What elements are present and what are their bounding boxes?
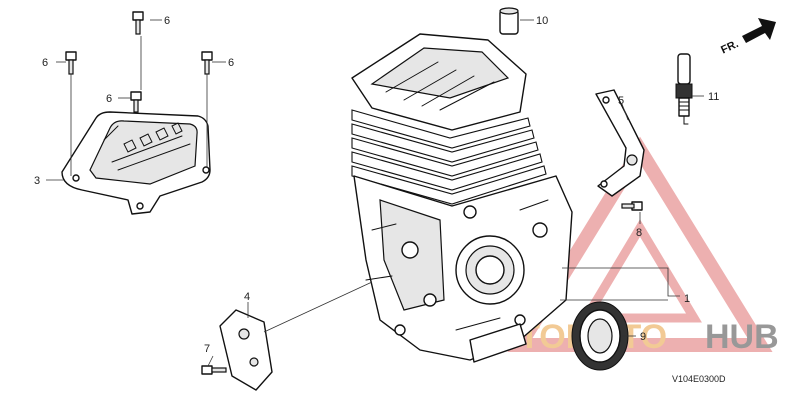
bolt-8 xyxy=(621,201,643,211)
part-dowel-pin xyxy=(499,7,519,35)
bolt-7 xyxy=(201,365,227,375)
bolt-6-center xyxy=(130,91,142,113)
callout-8: 8 xyxy=(636,227,642,239)
callout-4: 4 xyxy=(244,291,250,303)
part-oil-seal xyxy=(571,301,629,371)
diagram-reference-code: V104E0300D xyxy=(672,374,726,384)
bolt-6-left xyxy=(65,51,77,75)
part-spark-plug xyxy=(675,53,693,125)
bolt-6-top xyxy=(132,11,144,35)
front-arrow-icon xyxy=(742,18,776,43)
front-direction-indicator: FR. xyxy=(719,18,776,56)
callout-10: 10 xyxy=(536,15,548,27)
front-label: FR. xyxy=(719,38,740,56)
callout-6-top: 6 xyxy=(164,15,170,27)
callout-1: 1 xyxy=(684,293,690,305)
crankshaft-bore xyxy=(455,235,525,305)
callout-9: 9 xyxy=(640,331,646,343)
part-breather-plate xyxy=(219,309,273,391)
leader-lines xyxy=(46,19,704,367)
callout-7: 7 xyxy=(204,343,210,355)
callout-6-center: 6 xyxy=(106,93,112,105)
bolt-6-right xyxy=(201,51,213,75)
callout-6-right: 6 xyxy=(228,57,234,69)
part-cylinder-block xyxy=(351,33,573,363)
callout-11: 11 xyxy=(708,91,719,103)
callout-3: 3 xyxy=(34,175,40,187)
callout-5: 5 xyxy=(618,95,624,107)
callout-6-left: 6 xyxy=(42,57,48,69)
watermark-triangle-icon xyxy=(507,136,773,352)
part-head-cover xyxy=(61,111,211,215)
callout-labels: 1 3 4 5 6 6 6 6 7 8 9 10 11 xyxy=(34,15,719,355)
head-cover-logo xyxy=(123,122,183,153)
watermark-brand-part2: HUB xyxy=(705,318,779,356)
